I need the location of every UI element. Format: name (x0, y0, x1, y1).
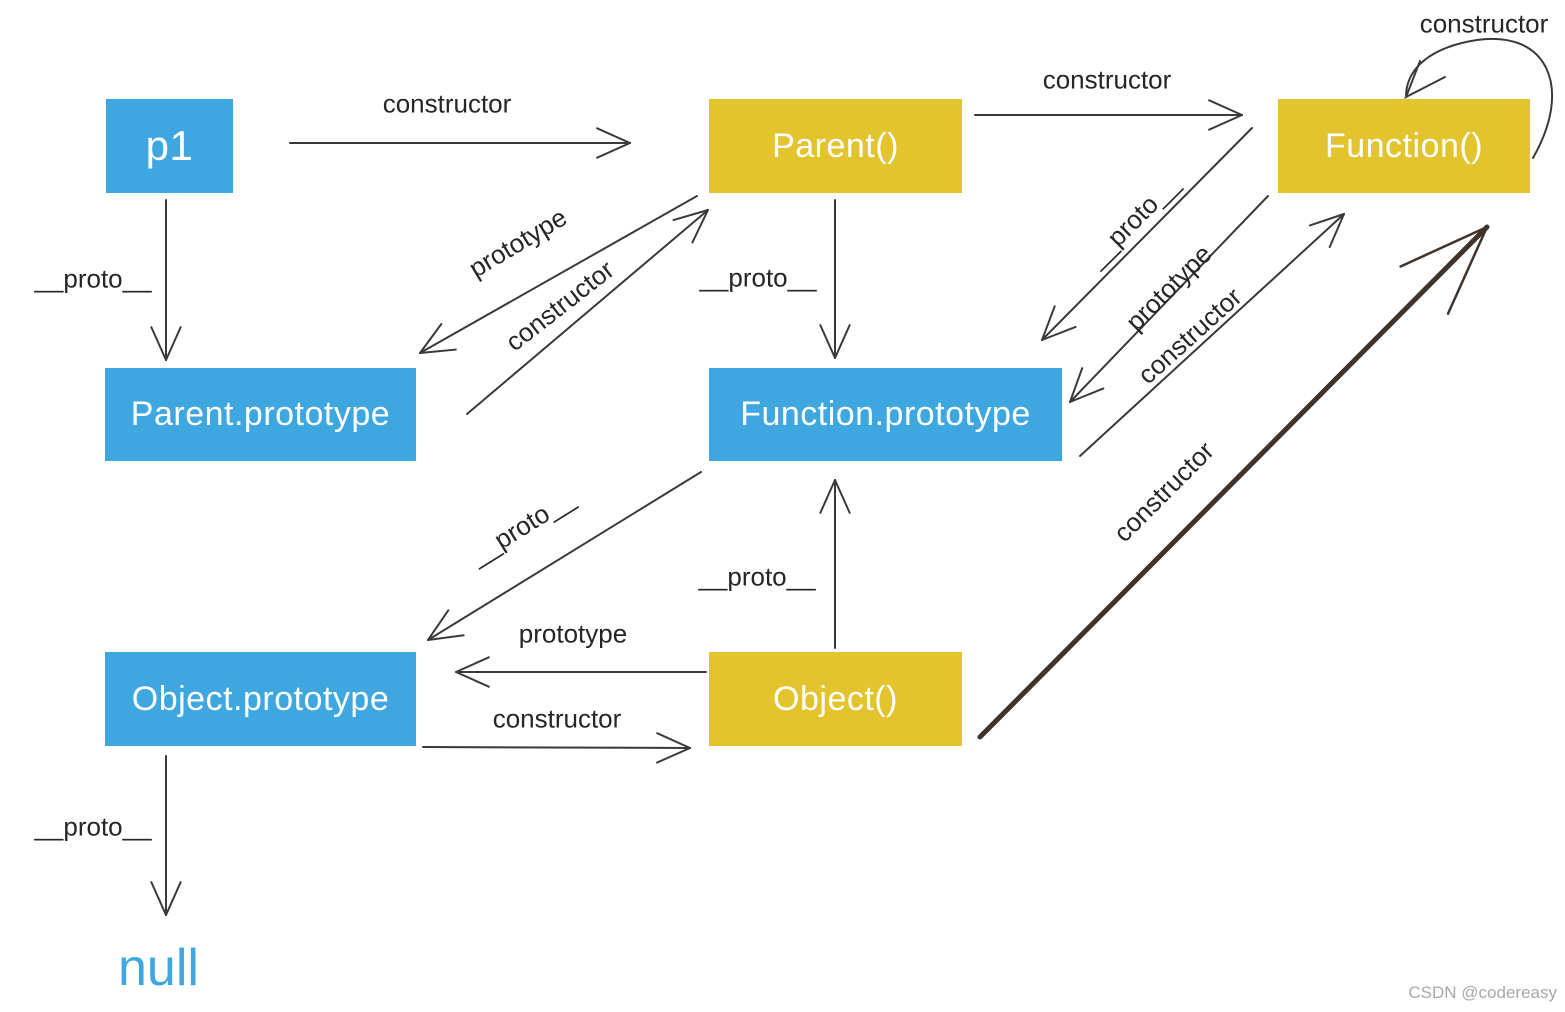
edge-label-1: __proto__ (34, 263, 152, 294)
node-function-prototype: Function.prototype (709, 368, 1062, 461)
arrow-constructor-2 (974, 99, 1243, 131)
edge-label-11: prototype (518, 618, 628, 649)
arrow-proto-1 (150, 199, 182, 361)
edge-label-10: __proto__ (698, 561, 816, 592)
arrow-proto-13 (150, 755, 182, 916)
arrow-proto-6 (1041, 127, 1253, 341)
arrow-proto-9 (427, 471, 702, 641)
arrow-constructor-14 (977, 224, 1490, 740)
arrow-self-loop-constructor (1404, 37, 1554, 159)
node-function: Function() (1278, 99, 1530, 193)
watermark: CSDN @codereasy (1408, 983, 1557, 1002)
arrow-prototype-11 (455, 656, 707, 688)
arrow-prototype-7 (1069, 195, 1269, 403)
edge-label-12: constructor (492, 703, 622, 734)
node-parent-prototype: Parent.prototype (105, 368, 416, 461)
arrow-constructor-5 (466, 209, 709, 415)
arrow-proto-10 (819, 479, 851, 649)
null-terminal-label: null (118, 939, 199, 997)
arrow-prototype-4 (419, 195, 698, 354)
arrow-proto-3 (819, 199, 851, 359)
node-object-prototype: Object.prototype (105, 652, 416, 746)
arrow-constructor-0 (289, 127, 631, 159)
arrow-constructor-12 (422, 732, 691, 764)
node-parent: Parent() (709, 99, 962, 193)
arrow-constructor-8 (1079, 213, 1345, 457)
edge-label-0: constructor (382, 88, 512, 119)
edge-label-self-loop: constructor (1419, 8, 1549, 39)
node-p1: p1 (106, 99, 233, 193)
edge-label-13: __proto__ (34, 811, 152, 842)
edge-label-3: __proto__ (699, 262, 817, 293)
node-object: Object() (709, 652, 962, 746)
edge-label-2: constructor (1042, 64, 1172, 95)
